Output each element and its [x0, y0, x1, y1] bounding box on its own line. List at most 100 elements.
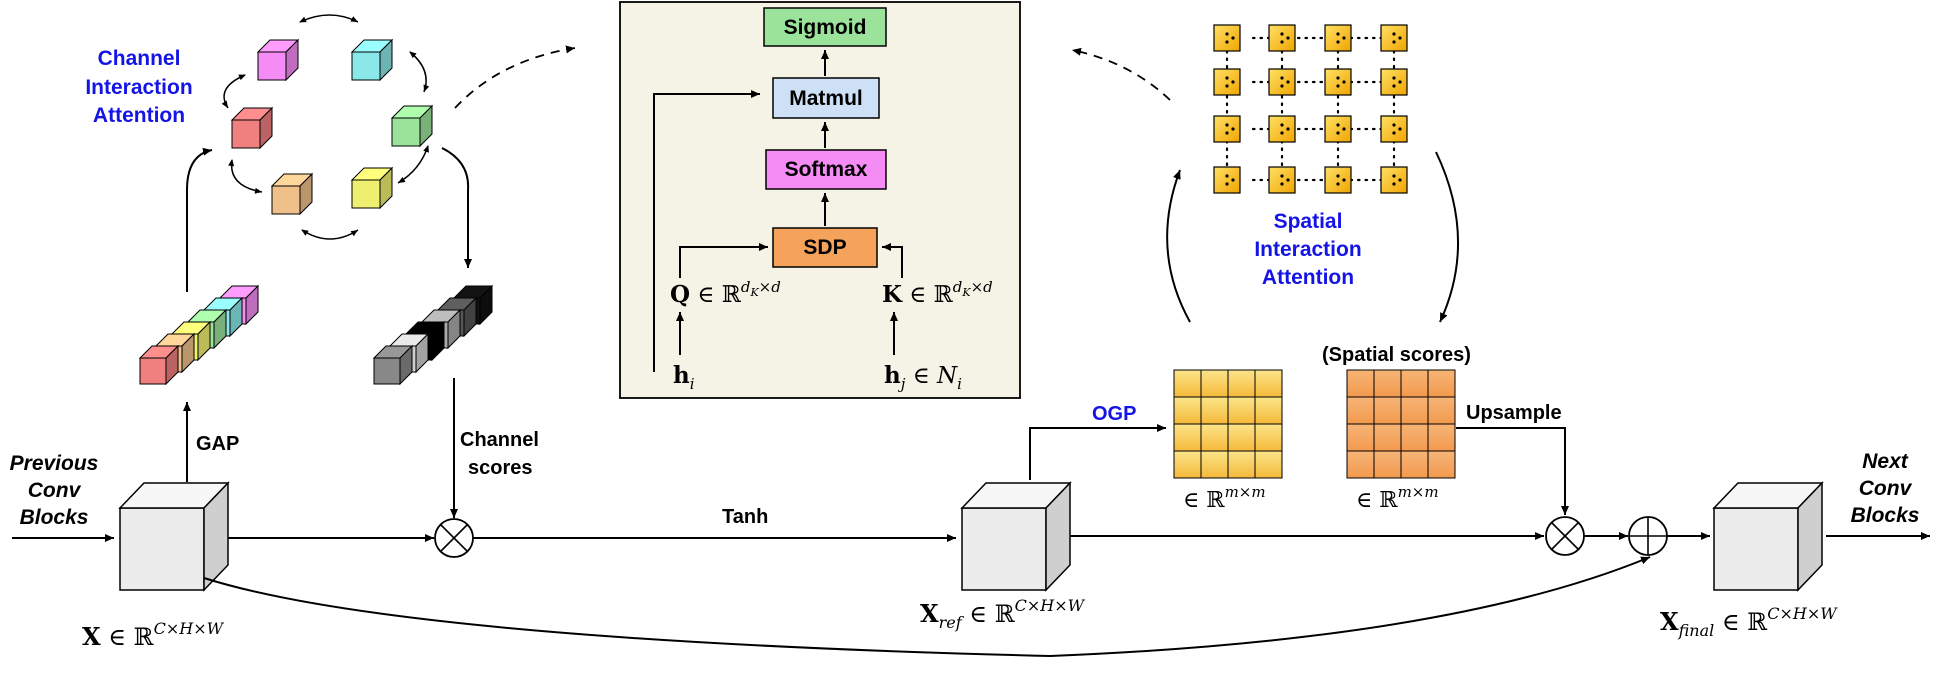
h-i-label: hi — [673, 362, 695, 393]
ogp-score-grid — [1173, 369, 1283, 479]
spatial-grid-cell — [1427, 396, 1456, 425]
spatial-node — [1380, 166, 1408, 194]
q-label: Q ∈ ℝdK×d — [670, 278, 781, 308]
spatial-interaction-graph — [1213, 24, 1408, 194]
final-feature-cube — [1712, 481, 1824, 592]
next-conv-blocks-label: Next Conv Blocks — [1851, 450, 1920, 527]
ring-cube-peach — [270, 172, 314, 216]
svg-text:Interaction: Interaction — [85, 76, 192, 99]
refined-feature-cube — [960, 481, 1072, 592]
spatial-grid-cell — [1400, 423, 1429, 452]
svg-text:Next: Next — [1862, 450, 1909, 473]
k-to-sdp-arrow — [882, 243, 903, 278]
upsample-arrow — [1456, 427, 1569, 515]
spatial-node — [1268, 166, 1296, 194]
svg-text:Channel: Channel — [460, 429, 539, 451]
ogp-grid-cell — [1254, 369, 1283, 398]
tanh-label: Tanh — [722, 506, 768, 528]
ogp-grid-cell — [1173, 423, 1202, 452]
channel-vector-cell — [138, 344, 180, 386]
ring-arrows — [221, 14, 430, 240]
ogp-grid-cell — [1227, 450, 1256, 479]
spatial-node — [1380, 68, 1408, 96]
ogp-arrow — [1029, 424, 1166, 480]
ogp-grid-cell — [1173, 450, 1202, 479]
channel-score-vector — [372, 284, 494, 386]
residual-add-op — [1628, 516, 1668, 556]
svg-text:Xfinal ∈ ℝC×H×W: Xfinal ∈ ℝC×H×W — [1660, 604, 1838, 640]
residual-skip-connection — [203, 556, 1651, 658]
svg-text:Xref ∈ ℝC×H×W: Xref ∈ ℝC×H×W — [920, 596, 1086, 632]
q-to-sdp-arrow — [679, 243, 768, 278]
svg-text:Attention: Attention — [93, 104, 185, 127]
spatial-grid-cell — [1400, 450, 1429, 479]
ring-cube-yellow — [350, 166, 394, 210]
attention-detail-inset: Sigmoid Matmul Softmax SDP Q ∈ ℝdK×d K ∈… — [619, 1, 1021, 399]
svg-text:∈ ℝm×m: ∈ ℝm×m — [1356, 483, 1439, 513]
sdp-block: SDP — [772, 227, 878, 268]
x-ref-label: Xref ∈ ℝC×H×W — [920, 596, 1086, 632]
spatial-grid-cell — [1400, 396, 1429, 425]
spatial-node — [1324, 24, 1352, 52]
sigmoid-block: Sigmoid — [763, 7, 887, 47]
spatial-node — [1213, 166, 1241, 194]
svg-text:hi: hi — [673, 362, 695, 393]
spatial-grid-cell — [1346, 450, 1375, 479]
channel-vector — [138, 284, 260, 386]
spatial-score-grid — [1346, 369, 1456, 479]
spatial-node — [1380, 24, 1408, 52]
from-channel-attention-arrow — [441, 147, 472, 268]
spatial-node — [1213, 24, 1241, 52]
svg-text:Previous: Previous — [10, 452, 99, 475]
spatial-grid-cell — [1427, 423, 1456, 452]
ogp-grid-cell — [1227, 369, 1256, 398]
k-label: K ∈ ℝdK×d — [882, 278, 993, 308]
spatial-grid-cell — [1373, 450, 1402, 479]
svg-text:Interaction: Interaction — [1254, 238, 1361, 261]
ogp-grid-cell — [1173, 369, 1202, 398]
to-channel-attention-arrow — [186, 147, 213, 292]
x-input-label: X ∈ ℝC×H×W — [82, 619, 225, 651]
channel-score-cell — [372, 344, 414, 386]
to-spatial-attention-arrow — [1166, 169, 1191, 323]
spatial-node — [1380, 115, 1408, 143]
ogp-grid-cell — [1200, 396, 1229, 425]
hi-to-matmul-arrow — [653, 90, 760, 372]
svg-text:Conv: Conv — [28, 479, 82, 502]
svg-text:Sigmoid: Sigmoid — [784, 16, 867, 39]
ogp-grid-cell — [1173, 396, 1202, 425]
dashed-arrow-from-spatial — [1071, 47, 1171, 101]
spatial-grid-cell — [1427, 369, 1456, 398]
svg-text:Softmax: Softmax — [785, 158, 868, 181]
spatial-node — [1268, 24, 1296, 52]
ogp-grid-cell — [1227, 423, 1256, 452]
svg-text:X ∈ ℝC×H×W: X ∈ ℝC×H×W — [82, 619, 225, 651]
x-final-label: Xfinal ∈ ℝC×H×W — [1660, 604, 1838, 640]
ogp-grid-cell — [1227, 396, 1256, 425]
channel-interaction-ring — [230, 38, 434, 216]
ogp-dim-label: ∈ ℝm×m — [1183, 483, 1266, 513]
ogp-grid-cell — [1254, 423, 1283, 452]
spatial-grid-cell — [1373, 396, 1402, 425]
svg-text:Channel: Channel — [98, 47, 181, 70]
spatial-node — [1213, 68, 1241, 96]
spatial-grid-cell — [1373, 369, 1402, 398]
ogp-grid-cell — [1254, 396, 1283, 425]
softmax-block: Softmax — [765, 149, 887, 190]
spatial-node — [1324, 68, 1352, 96]
svg-text:Spatial: Spatial — [1274, 210, 1343, 233]
dashed-arrow-to-inset — [454, 45, 576, 109]
spatial-multiply-op — [1545, 516, 1585, 556]
svg-text:Blocks: Blocks — [20, 506, 89, 529]
svg-text:hj ∈ Ni: hj ∈ Ni — [884, 362, 962, 393]
spatial-node — [1268, 115, 1296, 143]
spatial-node — [1324, 115, 1352, 143]
ring-cube-cyan — [350, 38, 394, 82]
channel-multiply-op — [434, 518, 474, 558]
spatial-grid-cell — [1427, 450, 1456, 479]
spatial-grid-cell — [1346, 396, 1375, 425]
ogp-grid-cell — [1200, 450, 1229, 479]
svg-text:SDP: SDP — [803, 236, 846, 259]
channel-interaction-attention-label: Channel Interaction Attention — [85, 47, 192, 127]
